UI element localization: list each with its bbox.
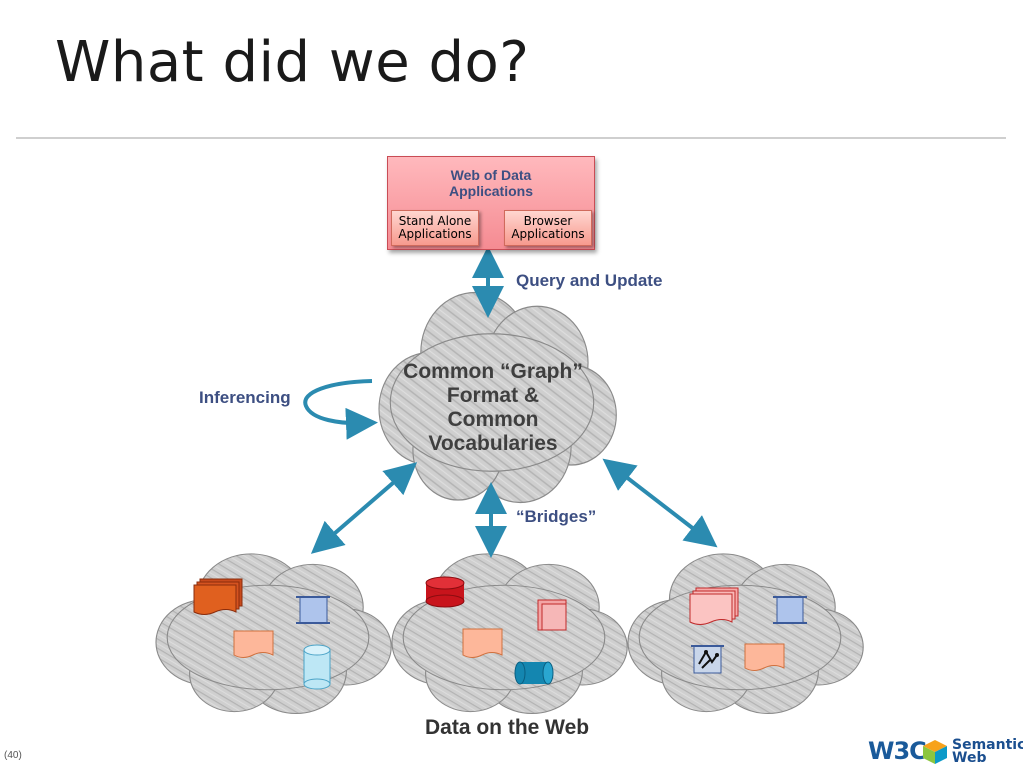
document-icon (462, 628, 503, 658)
semantic-line2: Web (952, 750, 987, 766)
bridge-arrow-left (310, 462, 418, 554)
query-update-label: Query and Update (516, 271, 663, 290)
bridges-label: “Bridges” (516, 507, 597, 526)
w3c-logo-text: W3C (868, 737, 927, 765)
cloud-text-line1: Common “Graph” (403, 360, 583, 383)
scroll-document-icon (773, 596, 807, 624)
document-icon (744, 643, 785, 671)
browser-applications-box: Browser Applications (504, 210, 592, 246)
semantic-web-text: Semantic Web (952, 737, 1023, 766)
stacked-documents-icon (193, 578, 243, 615)
document-icon (233, 630, 274, 658)
w3c-semantic-web-logo: W3C Semantic Web (868, 737, 1023, 767)
database-icon (303, 644, 331, 690)
data-cloud-left (155, 553, 392, 715)
central-cloud-text: Common “Graph” Format & Common Vocabular… (383, 360, 603, 456)
web-of-data-applications-box: Web of Data Applications Stand Alone App… (387, 156, 595, 250)
browser-line1: Browser (523, 214, 573, 228)
apps-title: Web of Data Applications (388, 167, 594, 199)
browser-line2: Applications (511, 227, 585, 241)
bridge-arrow-right (602, 458, 718, 548)
inferencing-label: Inferencing (199, 388, 291, 407)
data-on-the-web-caption: Data on the Web (425, 716, 590, 739)
red-pages-icon (537, 599, 567, 631)
title-divider (16, 137, 1006, 139)
standalone-applications-box: Stand Alone Applications (391, 210, 479, 246)
red-database-icon (425, 576, 465, 608)
semantic-line1: Semantic (952, 737, 1023, 753)
page-number: (40) (4, 750, 22, 761)
apps-title-line1: Web of Data (450, 167, 532, 183)
graph-image-icon (691, 645, 724, 674)
data-cloud-right (627, 553, 864, 715)
cloud-text-line3: Common (447, 408, 539, 431)
cloud-text-line2: Format & (446, 384, 540, 407)
inferencing-loop-arrow (303, 379, 378, 440)
apps-title-line2: Applications (448, 183, 533, 199)
page-title: What did we do? (55, 30, 530, 95)
cube-icon (923, 740, 947, 764)
stacked-documents-icon (689, 587, 739, 625)
standalone-line1: Stand Alone (398, 214, 472, 228)
standalone-line2: Applications (398, 227, 472, 241)
cloud-text-line4: Vocabularies (428, 432, 558, 455)
cylinder-icon (514, 661, 554, 685)
scroll-document-icon (296, 596, 330, 624)
data-cloud-middle (391, 553, 628, 715)
